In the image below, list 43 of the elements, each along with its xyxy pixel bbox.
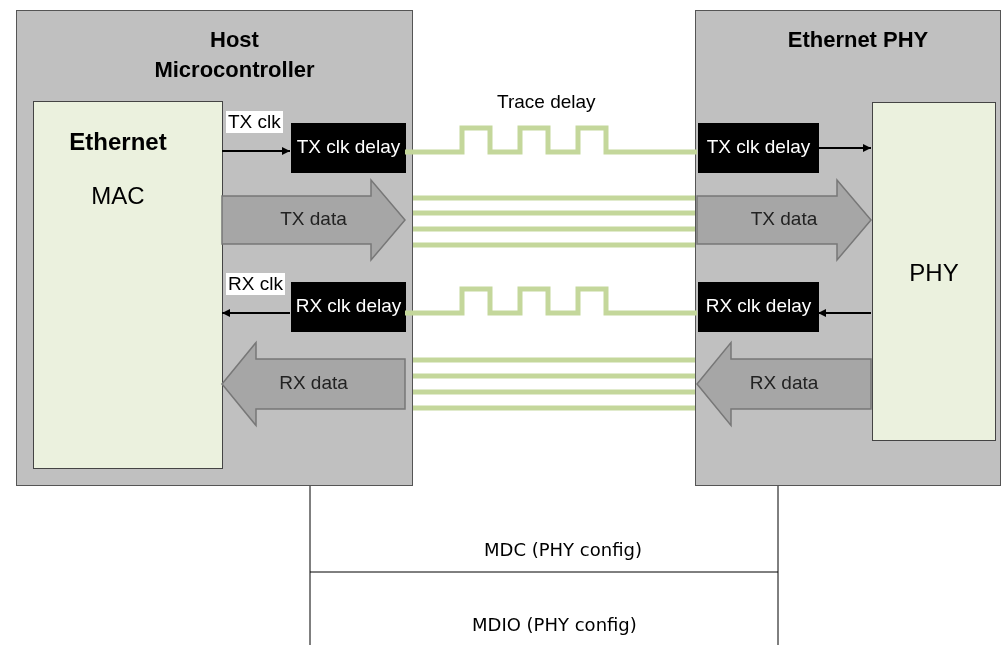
delay-label: RX clk delay: [704, 295, 813, 317]
module-box: [872, 102, 996, 441]
edge-label: MDC (PHY config): [482, 539, 644, 560]
trace-line: [413, 210, 695, 216]
edge-label: RX clk: [226, 273, 285, 295]
data-label: RX data: [748, 372, 820, 394]
trace-line: [413, 373, 695, 379]
chip-block: [16, 10, 413, 486]
delay-box: [698, 282, 819, 332]
arrow: [221, 309, 291, 317]
trace-line: [413, 226, 695, 232]
trace-line: [413, 242, 695, 248]
trace-line: [405, 125, 697, 155]
delay-label: RX clk delay: [294, 295, 403, 317]
arrow: [817, 144, 872, 152]
data-label: TX data: [749, 208, 819, 230]
edge-label: TX clk: [226, 111, 283, 133]
block-arrow: [221, 340, 406, 428]
block-arrow: [221, 177, 406, 263]
module-box: [33, 101, 223, 469]
trace-line: [413, 195, 695, 201]
trace-line: [405, 286, 697, 316]
trace-line: [413, 389, 695, 395]
delay-box: [291, 123, 406, 173]
module-label: MAC: [90, 182, 146, 210]
block-arrow: [696, 340, 872, 428]
signal-label: MDIO (PHY config): [472, 614, 637, 635]
wire-line: [309, 485, 779, 573]
block-title: Host Microcontroller: [153, 26, 316, 84]
block-arrow: [696, 177, 872, 263]
delay-box: [291, 282, 406, 332]
data-label: TX data: [279, 208, 348, 230]
block-title: Ethernet PHY: [786, 26, 930, 54]
arrow: [817, 309, 872, 317]
delay-label: TX clk delay: [295, 136, 402, 158]
module-label: PHY: [908, 258, 960, 287]
trace-line: [413, 357, 695, 363]
module-label: Ethernet: [68, 128, 168, 156]
trace-line: [413, 405, 695, 411]
data-label: RX data: [278, 372, 349, 394]
delay-box: [698, 123, 819, 173]
arrow: [221, 147, 291, 155]
delay-label: TX clk delay: [705, 136, 812, 158]
